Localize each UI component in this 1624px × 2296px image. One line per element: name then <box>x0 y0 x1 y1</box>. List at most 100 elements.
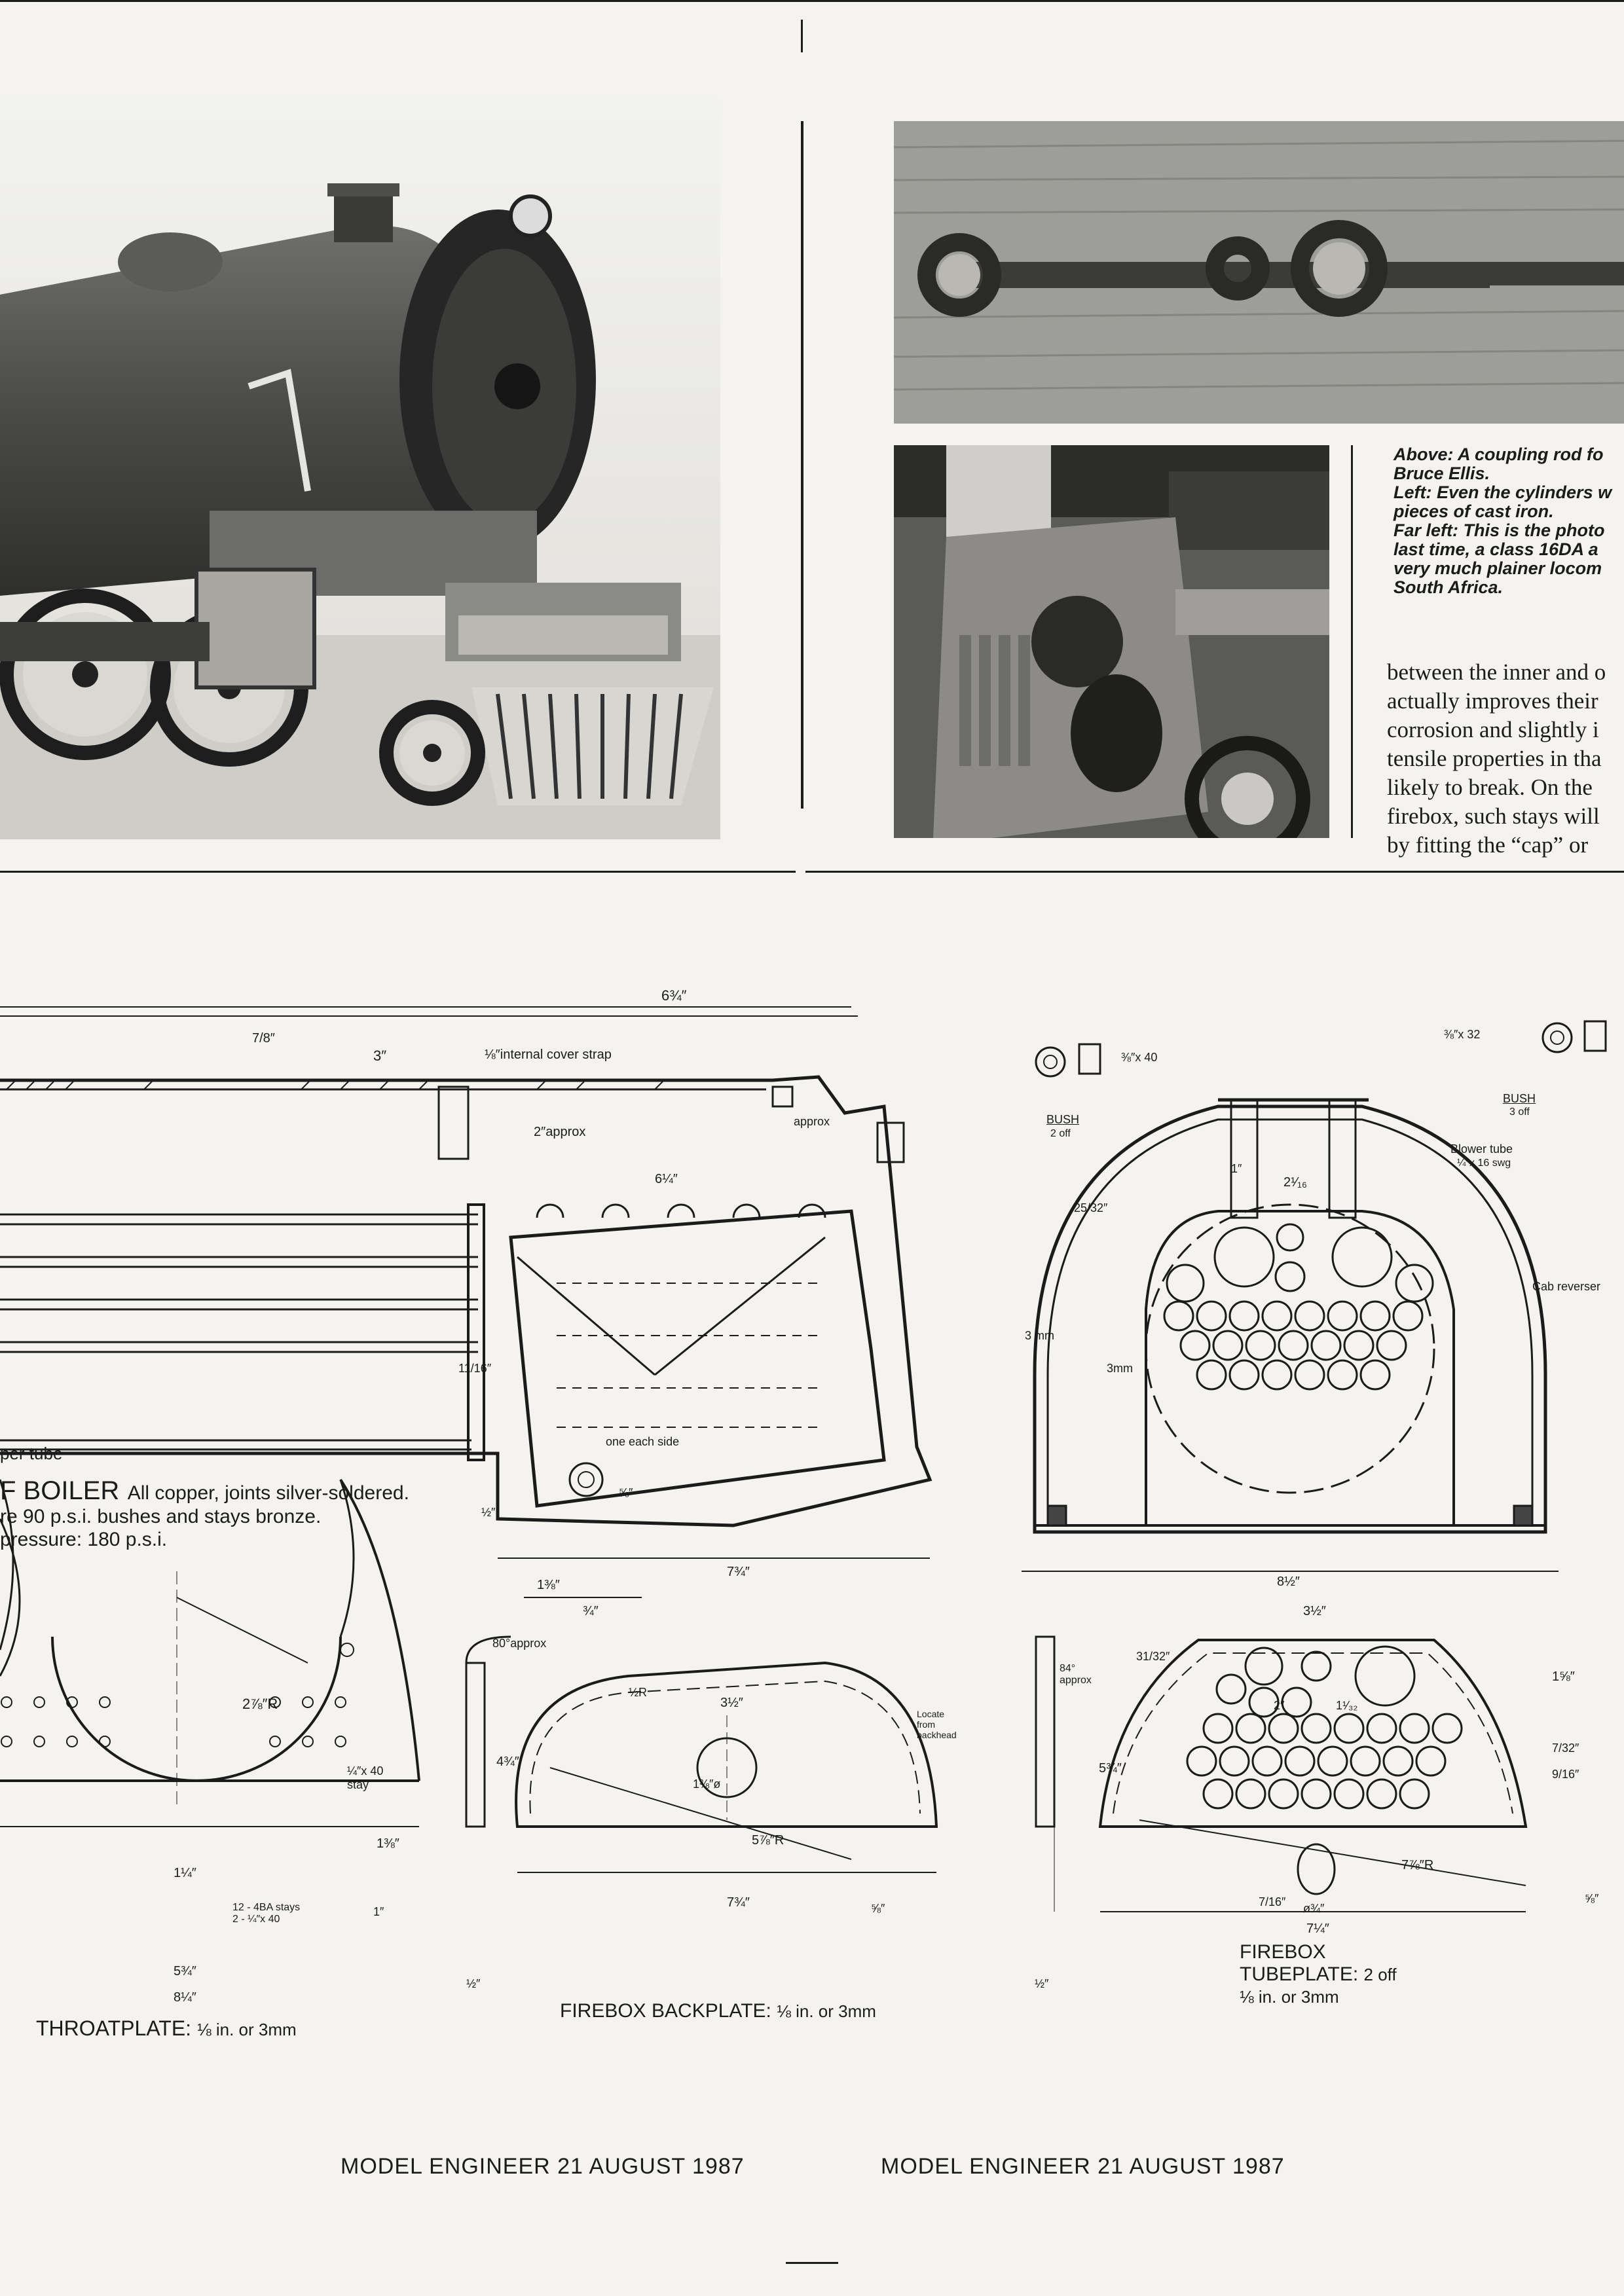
caption-line: Above: A coupling rod fo <box>1393 445 1604 464</box>
dim-top-overall: 6¾″ <box>661 987 687 1004</box>
dim-1-3-8: 1⅜″ <box>537 1578 560 1592</box>
backplate-title: FIREBOX BACKPLATE: ⅛ in. or 3mm <box>560 2000 876 2022</box>
cab-reverser-label: Cab reverser <box>1532 1280 1601 1293</box>
tubeplate-7-32: 7/32″ <box>1552 1741 1579 1755</box>
bottom-mark <box>786 2262 838 2264</box>
throat-radius: 2⅞″R <box>242 1696 278 1712</box>
tubeplate-count: 2 off <box>1363 1965 1397 1984</box>
tubeplate-2: 2″ <box>1274 1699 1285 1712</box>
dim-approx: approx <box>794 1115 830 1128</box>
footer-left: MODEL ENGINEER 21 AUGUST 1987 <box>341 2154 745 2179</box>
backplate-radius-2: 5⅞″R <box>752 1833 784 1848</box>
engineering-drawing <box>0 1006 1607 1912</box>
article-line: actually improves their <box>1387 688 1598 714</box>
dim-2-1-16: 2¹⁄₁₆ <box>1283 1175 1307 1190</box>
boiler-note-2: re 90 p.s.i. bushes and stays bronze. <box>0 1506 322 1527</box>
locomotive-photo <box>0 98 720 839</box>
caption-line: Bruce Ellis. <box>1393 464 1490 483</box>
gutter-mark-top <box>801 20 803 52</box>
throat-width-1: 5¾″ <box>174 1964 196 1978</box>
throatplate-title-text: THROATPLATE: <box>36 2016 192 2040</box>
article-line: likely to break. On the <box>1387 774 1593 800</box>
backplate-hole: 1⅜″ø <box>693 1777 721 1791</box>
backplate-height: 4¾″ <box>496 1755 519 1769</box>
throat-stay-label: ¼″x 40 stay <box>347 1764 384 1791</box>
article-text: between the inner and o actually improve… <box>1387 658 1606 860</box>
backplate-5-8: ⅝″ <box>871 1902 885 1915</box>
dim-5-8: ⅝″ <box>619 1486 633 1499</box>
dim-25-32: 25/32″ <box>1074 1201 1108 1214</box>
backplate-1-2: ½″ <box>466 1977 481 1990</box>
photo-caption: Above: A coupling rod fo Bruce Ellis. Le… <box>1393 445 1612 597</box>
backplate-3-1-2: 3½″ <box>720 1696 743 1710</box>
blower-size-label: ¼″x 16 swg <box>1457 1157 1511 1169</box>
caption-line: Far left: This is the photo <box>1393 520 1605 540</box>
coupling-rod-illustration <box>894 121 1624 424</box>
cylinders-illustration <box>894 445 1329 838</box>
backplate-width: 7¾″ <box>727 1895 750 1910</box>
backplate-size: ⅛ in. or 3mm <box>777 2001 876 2021</box>
copper-tube-label: per tube <box>0 1444 63 1463</box>
cover-strap-label: ⅛″internal cover strap <box>485 1048 612 1062</box>
caption-line: last time, a class 16DA a <box>1393 539 1598 559</box>
caption-line: pieces of cast iron. <box>1393 501 1554 521</box>
backplate-80: 80°approx <box>492 1637 547 1650</box>
tubeplate-1-2: ½″ <box>1035 1977 1049 1990</box>
tubeplate-size: ⅛ in. or 3mm <box>1240 1987 1339 2007</box>
dim-1-inch: 1″ <box>1231 1162 1242 1175</box>
tubeplate-9-16: 9/16″ <box>1552 1768 1579 1781</box>
bush-h-count: 3 off <box>1509 1106 1530 1118</box>
boiler-title-text: F BOILER <box>0 1476 120 1505</box>
bush-g-label: BUSH <box>1046 1113 1080 1126</box>
footer-right: MODEL ENGINEER 21 AUGUST 1987 <box>881 2154 1285 2179</box>
tubeplate-7-16: 7/16″ <box>1259 1895 1286 1908</box>
tubeplate-height: 5¾″ <box>1099 1761 1122 1776</box>
throat-height: 1⅜″ <box>377 1836 399 1851</box>
throat-1: 1″ <box>373 1905 384 1918</box>
article-line: by fitting the “cap” or <box>1387 832 1589 858</box>
dim-11-16: 11/16″ <box>458 1362 492 1375</box>
tubeplate-3-1-2: 3½″ <box>1303 1604 1326 1618</box>
dim-8-1-2: 8½″ <box>1277 1575 1300 1589</box>
size-3-8-40: ⅜″x 40 <box>1121 1051 1158 1064</box>
dim-2-approx: 2″approx <box>534 1125 586 1139</box>
dim-7-3-4: 7¾″ <box>727 1565 750 1579</box>
article-line: corrosion and slightly i <box>1387 717 1599 742</box>
caption-line: South Africa. <box>1393 577 1504 597</box>
dim-3: 3″ <box>373 1048 387 1064</box>
cylinders-photo <box>894 445 1329 838</box>
tubeplate-5-8: ⅝″ <box>1585 1892 1599 1905</box>
dim-3-4: ¾″ <box>583 1604 599 1618</box>
section-divider-left <box>0 871 796 873</box>
dim-1-2: ½″ <box>481 1506 496 1519</box>
caption-line: very much plainer locom <box>1393 558 1602 578</box>
article-line: between the inner and o <box>1387 659 1606 685</box>
size-3-8-32: ⅜″x 32 <box>1444 1028 1481 1041</box>
article-line: firebox, such stays will <box>1387 803 1600 829</box>
boiler-note-3: pressure: 180 p.s.i. <box>0 1529 168 1550</box>
backplate-locate: Locate from backhead <box>917 1709 957 1740</box>
backplate-title-text: FIREBOX BACKPLATE: <box>560 2000 771 2022</box>
locomotive-illustration <box>0 98 720 839</box>
dim-6-1-4: 6¼″ <box>655 1172 678 1186</box>
one-each-side-label: one each side <box>606 1435 680 1448</box>
tubeplate-title: FIREBOX TUBEPLATE: 2 off ⅛ in. or 3mm <box>1240 1941 1397 2008</box>
boiler-note-1: All copper, joints silver-soldered. <box>127 1482 409 1504</box>
blower-tube-label: Blower tube <box>1450 1142 1513 1156</box>
dim-3mm-b: 3mm <box>1107 1362 1133 1375</box>
tubeplate-title-1: FIREBOX <box>1240 1941 1326 1963</box>
gutter-mark <box>801 121 803 809</box>
section-divider-right <box>805 871 1624 873</box>
tubeplate-31-32: 31/32″ <box>1136 1650 1170 1663</box>
boiler-title: F BOILER All copper, joints silver-solde… <box>0 1476 409 1506</box>
caption-line: Left: Even the cylinders w <box>1393 483 1612 502</box>
throat-width-2: 8¼″ <box>174 1990 196 2005</box>
coupling-rod-photo <box>894 121 1624 424</box>
bush-g-count: 2 off <box>1050 1128 1071 1139</box>
tubeplate-width: 7¼″ <box>1306 1922 1329 1936</box>
tubeplate-1-1-32: 1¹⁄₃₂ <box>1336 1699 1358 1712</box>
throatplate-title: THROATPLATE: ⅛ in. or 3mm <box>36 2016 297 2041</box>
tubeplate-1-5-8: 1⅝″ <box>1552 1669 1575 1684</box>
top-border <box>0 0 1624 2</box>
bush-h-label: BUSH <box>1503 1092 1536 1105</box>
